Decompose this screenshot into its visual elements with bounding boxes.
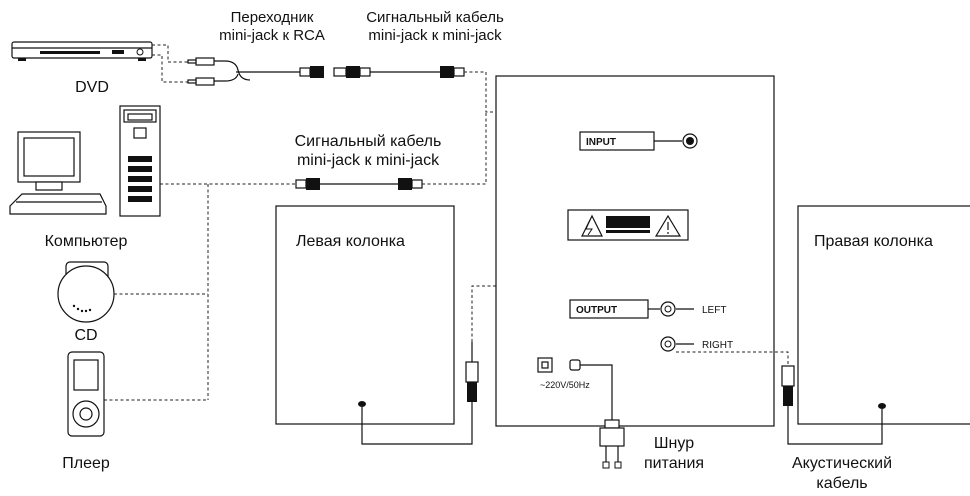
player-label: Плеер (62, 455, 110, 472)
right-speaker-label: Правая колонка (814, 233, 933, 250)
speaker-plug-icon (781, 365, 795, 406)
right-output-jack-icon (660, 336, 676, 352)
speaker-terminal (358, 401, 366, 407)
right-speaker (797, 205, 970, 425)
computer-icon (9, 105, 161, 217)
output-label: OUTPUT (576, 305, 617, 316)
dvd-label: DVD (75, 79, 109, 96)
computer-label: Компьютер (45, 233, 128, 250)
signal-cable-mid-label-line2: mini-jack к mini-jack (297, 152, 440, 169)
mini-jack-plug-icon (333, 66, 371, 78)
mini-jack-plug-icon (295, 178, 320, 190)
speaker-terminal (878, 403, 886, 409)
power-plug-icon (599, 419, 625, 469)
left-speaker (275, 205, 455, 425)
cd-label: CD (74, 327, 97, 344)
power-spec-label: ~220V/50Hz (540, 380, 590, 390)
mini-jack-plug-icon (440, 66, 465, 78)
input-jack-icon (682, 133, 698, 149)
signal-cable-mid-label-line1: Сигнальный кабель (295, 133, 442, 150)
mini-jack-plug-icon (299, 66, 324, 78)
left-output-jack-icon (660, 301, 676, 317)
mp3-player-icon (67, 351, 105, 437)
acoustic-cable-label-line2: кабель (816, 475, 867, 492)
power-switch-icon (537, 357, 581, 373)
left-speaker-label: Левая колонка (296, 233, 405, 250)
right-output-label: RIGHT (702, 340, 733, 351)
mini-jack-plug-icon (398, 178, 423, 190)
power-cord-label-line2: питания (644, 455, 704, 472)
acoustic-cable-label-line1: Акустический (792, 455, 892, 472)
left-output-label: LEFT (702, 305, 726, 316)
cd-player-icon (57, 261, 115, 323)
warning-label-icon (567, 209, 689, 241)
adapter-label-line2: mini-jack к RCA (219, 27, 325, 44)
speaker-plug-icon (465, 342, 479, 402)
subwoofer-unit (495, 75, 775, 427)
input-label: INPUT (586, 137, 616, 148)
adapter-label-line1: Переходник (231, 9, 314, 26)
dvd-player-icon (11, 41, 153, 61)
signal-cable-top-label-line1: Сигнальный кабель (366, 9, 504, 26)
rca-plug-icon (187, 57, 215, 86)
power-cord-label-line1: Шнур (654, 435, 694, 452)
signal-cable-top-label-line2: mini-jack к mini-jack (368, 27, 502, 44)
